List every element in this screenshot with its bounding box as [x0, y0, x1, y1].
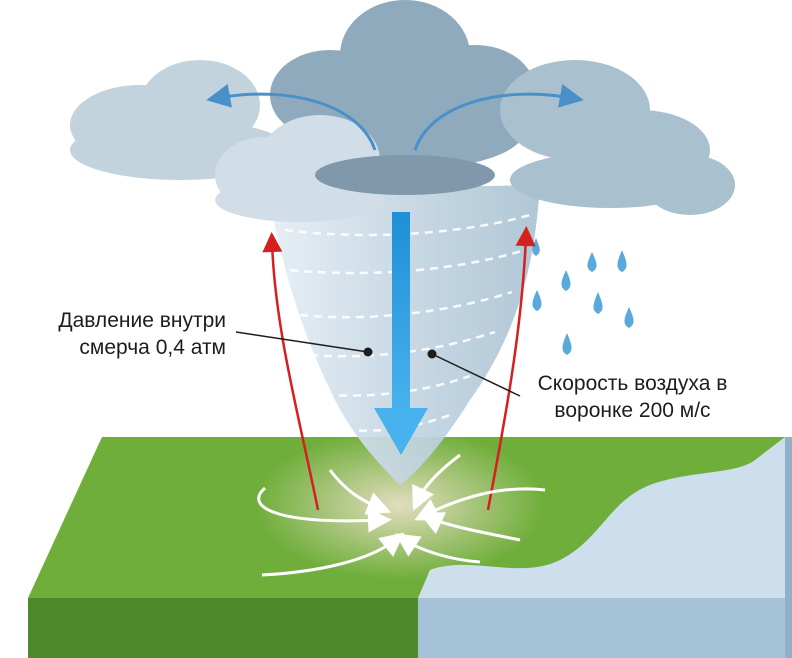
pressure-leader-dot — [364, 348, 373, 357]
raindrop-icon — [617, 250, 626, 272]
raindrop-icon — [593, 292, 602, 314]
speed-label-line1: Скорость воздуха в — [520, 370, 745, 397]
rain — [532, 238, 633, 355]
raindrop-icon — [532, 290, 541, 311]
pressure-label-line2: смерча 0,4 атм — [26, 334, 226, 361]
cloud-right — [500, 60, 735, 215]
raindrop-icon — [624, 307, 633, 328]
grass-side — [28, 598, 418, 658]
raindrop-icon — [561, 270, 570, 291]
raindrop-icon — [587, 252, 596, 272]
pressure-label-line1: Давление внутри — [26, 307, 226, 334]
speed-leader-dot — [428, 350, 437, 359]
water-right-edge — [785, 437, 792, 658]
cloud-icon — [70, 0, 735, 222]
raindrop-icon — [562, 333, 571, 355]
pressure-label: Давление внутри смерча 0,4 атм — [26, 307, 226, 361]
speed-label-line2: воронке 200 м/с — [520, 397, 745, 424]
speed-label: Скорость воздуха в воронке 200 м/с — [520, 370, 745, 424]
cloud-funnel-top — [315, 155, 495, 195]
water-side — [418, 598, 785, 658]
